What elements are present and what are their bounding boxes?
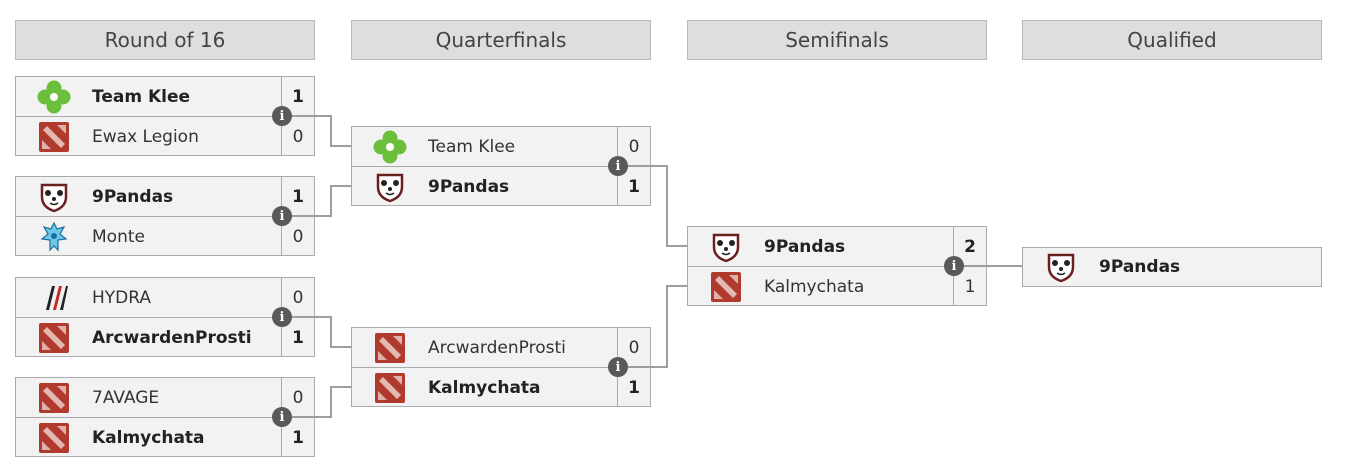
- connector-line: [282, 185, 351, 217]
- match-row: 9Pandas: [1023, 248, 1321, 286]
- team-score: 2: [953, 227, 986, 266]
- team-name[interactable]: 9Pandas: [764, 236, 846, 257]
- team-score: 1: [281, 177, 314, 216]
- match-r16-4: 7AVAGE 0 Kalmychata 1: [15, 377, 315, 457]
- match-row: Kalmychata 1: [352, 368, 650, 407]
- match-info-icon[interactable]: i: [608, 357, 628, 377]
- match-row: Monte 0: [16, 217, 314, 256]
- team-logo: [688, 267, 764, 306]
- match-info-icon[interactable]: i: [272, 407, 292, 427]
- team-logo: [16, 117, 92, 156]
- match-qf-1: Team Klee 0 9Pandas 1: [351, 126, 651, 206]
- team-name[interactable]: 7AVAGE: [92, 387, 160, 408]
- match-row: ArcwardenProsti 1: [16, 318, 314, 357]
- match-info-icon[interactable]: i: [272, 307, 292, 327]
- team-logo: [1023, 248, 1099, 287]
- team-score: 1: [953, 267, 986, 306]
- team-score: 0: [281, 378, 314, 417]
- match-row: Kalmychata 1: [688, 267, 986, 306]
- match-row: 9Pandas 2: [688, 227, 986, 266]
- team-logo: [352, 127, 428, 166]
- team-score: 1: [281, 418, 314, 457]
- team-logo: [16, 278, 92, 317]
- team-name[interactable]: 9Pandas: [428, 176, 510, 197]
- header-qualified: Qualified: [1022, 20, 1322, 60]
- team-logo: [352, 167, 428, 206]
- team-logo: [16, 418, 92, 457]
- team-logo: [16, 318, 92, 357]
- match-info-icon[interactable]: i: [608, 156, 628, 176]
- team-name[interactable]: 9Pandas: [92, 186, 174, 207]
- connector-line: [618, 285, 687, 368]
- qualified-slot: 9Pandas: [1022, 247, 1322, 287]
- team-score: 0: [617, 127, 650, 166]
- match-r16-2: 9Pandas 1 Monte 0: [15, 176, 315, 256]
- team-name[interactable]: Kalmychata: [764, 276, 865, 297]
- team-name[interactable]: Kalmychata: [428, 377, 541, 398]
- match-row: Kalmychata 1: [16, 418, 314, 457]
- team-name[interactable]: Kalmychata: [92, 427, 205, 448]
- match-row: HYDRA 0: [16, 278, 314, 317]
- header-semifinals: Semifinals: [687, 20, 987, 60]
- connector-line: [282, 386, 351, 418]
- team-logo: [16, 217, 92, 256]
- connector-line: [618, 165, 687, 247]
- team-name[interactable]: HYDRA: [92, 287, 152, 308]
- team-name[interactable]: Team Klee: [428, 136, 516, 157]
- match-info-icon[interactable]: i: [272, 206, 292, 226]
- match-row: 9Pandas 1: [352, 167, 650, 206]
- team-name[interactable]: ArcwardenProsti: [92, 327, 252, 348]
- match-info-icon[interactable]: i: [272, 106, 292, 126]
- connector-line: [282, 115, 351, 147]
- team-logo: [688, 227, 764, 266]
- match-sf-1: 9Pandas 2 Kalmychata 1: [687, 226, 987, 306]
- team-name[interactable]: Ewax Legion: [92, 126, 199, 147]
- connector-line: [282, 316, 351, 348]
- match-row: 9Pandas 1: [16, 177, 314, 216]
- team-logo: [16, 378, 92, 417]
- team-score: 1: [281, 77, 314, 116]
- team-logo: [352, 368, 428, 407]
- match-row: 7AVAGE 0: [16, 378, 314, 417]
- match-r16-3: HYDRA 0 ArcwardenProsti 1: [15, 277, 315, 357]
- team-name[interactable]: 9Pandas: [1099, 257, 1181, 277]
- team-score: 0: [281, 278, 314, 317]
- team-score: 1: [617, 368, 650, 407]
- team-name[interactable]: Team Klee: [92, 86, 191, 107]
- team-score: 0: [617, 328, 650, 367]
- team-name[interactable]: Monte: [92, 226, 145, 247]
- team-logo: [352, 328, 428, 367]
- match-row: Team Klee 0: [352, 127, 650, 166]
- team-score: 0: [281, 117, 314, 156]
- match-info-icon[interactable]: i: [944, 256, 964, 276]
- match-row: ArcwardenProsti 0: [352, 328, 650, 367]
- team-logo: [16, 177, 92, 216]
- match-r16-1: Team Klee 1 Ewax Legion 0: [15, 76, 315, 156]
- match-row: Ewax Legion 0: [16, 117, 314, 156]
- header-quarterfinals: Quarterfinals: [351, 20, 651, 60]
- team-logo: [16, 77, 92, 116]
- match-row: Team Klee 1: [16, 77, 314, 116]
- team-score: 1: [281, 318, 314, 357]
- team-score: 0: [281, 217, 314, 256]
- team-score: 1: [617, 167, 650, 206]
- team-name[interactable]: ArcwardenProsti: [428, 337, 566, 358]
- header-round-of-16: Round of 16: [15, 20, 315, 60]
